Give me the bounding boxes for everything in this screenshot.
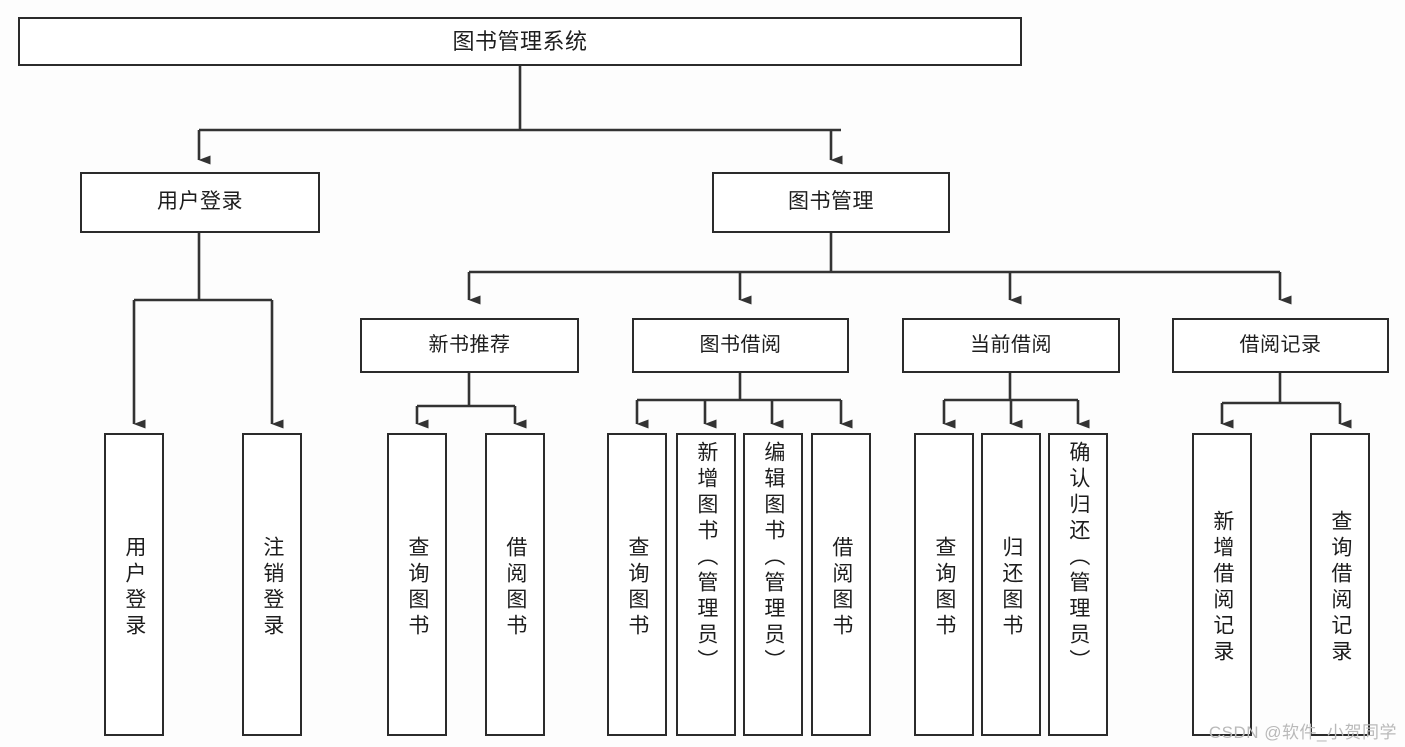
leaf-borrow-borrow-book[interactable]: 借阅图书 [811, 433, 871, 736]
leaf-current-query-book[interactable]: 查询图书 [914, 433, 974, 736]
leaf-record-query-record[interactable]: 查询借阅记录 [1310, 433, 1370, 736]
node-book-borrow[interactable]: 图书借阅 [632, 318, 849, 373]
leaf-recommend-query-book[interactable]: 查询图书 [387, 433, 447, 736]
node-current-borrow[interactable]: 当前借阅 [902, 318, 1120, 373]
leaf-user-login-signout-label: 注销登录 [260, 535, 284, 640]
leaf-record-add-record-label: 新增借阅记录 [1210, 509, 1234, 666]
leaf-current-confirm-return-label: 确认归还（管理员） [1066, 441, 1090, 675]
leaf-current-return-book[interactable]: 归还图书 [981, 433, 1041, 736]
leaf-borrow-add-book-label: 新增图书（管理员） [694, 441, 718, 675]
node-new-book-recommend[interactable]: 新书推荐 [360, 318, 579, 373]
leaf-borrow-edit-book-label: 编辑图书（管理员） [761, 441, 785, 675]
leaf-current-confirm-return[interactable]: 确认归还（管理员） [1048, 433, 1108, 736]
leaf-user-login-signout[interactable]: 注销登录 [242, 433, 302, 736]
node-borrow-record-label: 借阅记录 [1239, 334, 1322, 356]
leaf-borrow-add-book[interactable]: 新增图书（管理员） [676, 433, 736, 736]
leaf-borrow-query-book-label: 查询图书 [625, 535, 649, 640]
node-current-borrow-label: 当前借阅 [970, 334, 1052, 356]
leaf-borrow-query-book[interactable]: 查询图书 [607, 433, 667, 736]
node-new-book-recommend-label: 新书推荐 [428, 334, 511, 356]
leaf-user-login-signin[interactable]: 用户登录 [104, 433, 164, 736]
node-book-management[interactable]: 图书管理 [712, 172, 950, 233]
node-book-borrow-label: 图书借阅 [699, 334, 782, 356]
node-root-system[interactable]: 图书管理系统 [18, 17, 1022, 66]
leaf-borrow-borrow-book-label: 借阅图书 [829, 535, 853, 640]
leaf-record-query-record-label: 查询借阅记录 [1328, 509, 1352, 666]
node-user-login-label: 用户登录 [157, 190, 243, 214]
node-user-login[interactable]: 用户登录 [80, 172, 320, 233]
leaf-user-login-signin-label: 用户登录 [122, 535, 146, 640]
leaf-record-add-record[interactable]: 新增借阅记录 [1192, 433, 1252, 736]
node-book-management-label: 图书管理 [788, 190, 874, 214]
csdn-watermark: CSDN @软件_小贺同学 [1208, 723, 1397, 742]
node-borrow-record[interactable]: 借阅记录 [1172, 318, 1389, 373]
leaf-recommend-borrow-book[interactable]: 借阅图书 [485, 433, 545, 736]
leaf-recommend-query-book-label: 查询图书 [405, 535, 429, 640]
leaf-current-query-book-label: 查询图书 [932, 535, 956, 640]
leaf-recommend-borrow-book-label: 借阅图书 [503, 535, 527, 640]
node-root-label: 图书管理系统 [452, 28, 588, 54]
leaf-borrow-edit-book[interactable]: 编辑图书（管理员） [743, 433, 803, 736]
leaf-current-return-book-label: 归还图书 [999, 535, 1023, 640]
